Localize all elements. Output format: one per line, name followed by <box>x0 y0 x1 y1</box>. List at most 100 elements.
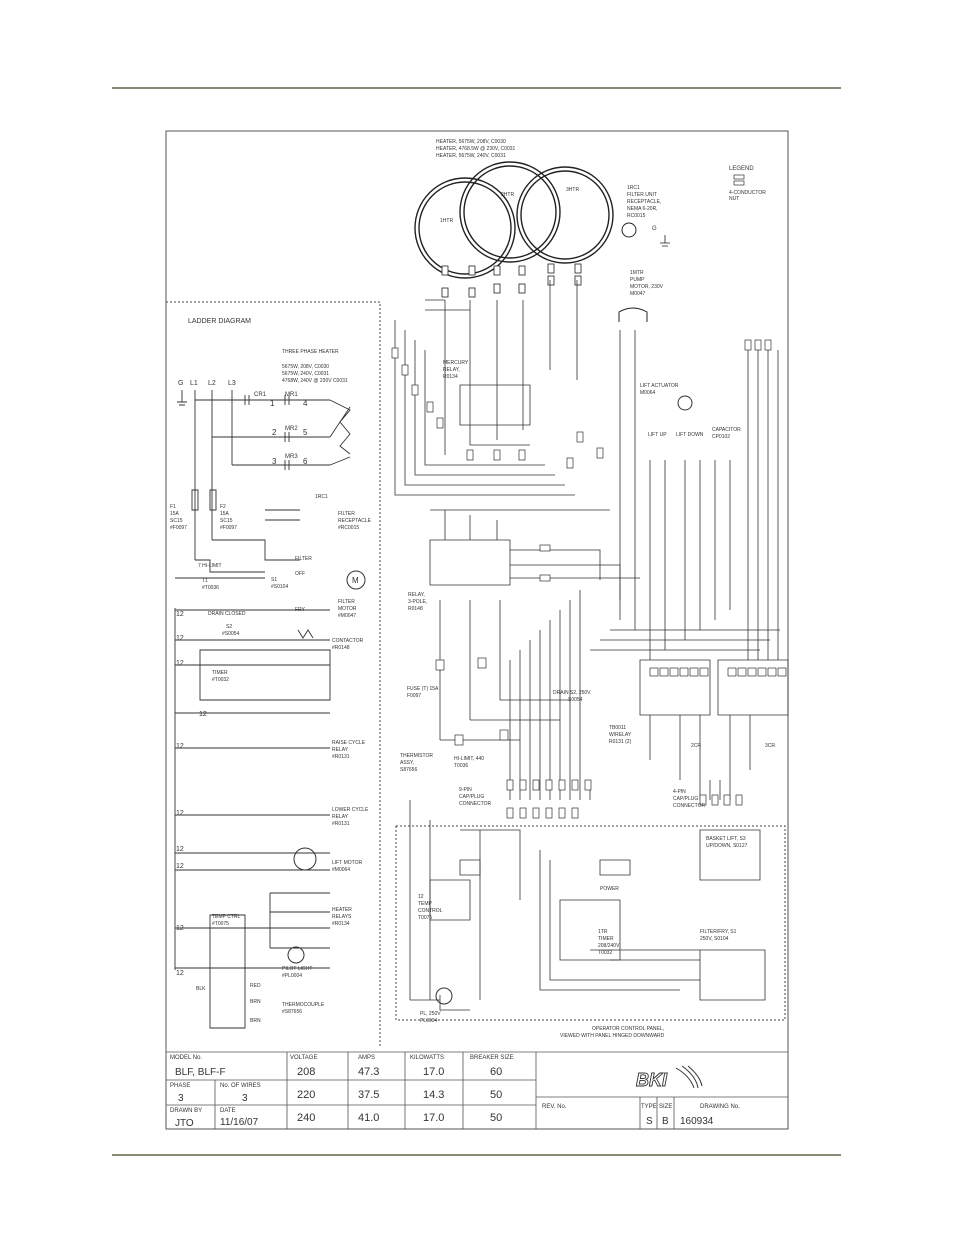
header-amps: AMPS <box>358 1055 375 1061</box>
header-rule <box>112 87 841 89</box>
ladder-hilimit-part: #T0036 <box>202 585 219 591</box>
heater-label-1: 1HTR <box>440 218 453 224</box>
ladder-heater-spec-3: 4768W, 240V @ 230V C0031 <box>282 378 348 384</box>
ladder-heater-title: THREE PHASE HEATER <box>282 349 339 355</box>
type-value: S <box>646 1116 653 1127</box>
pl-symbol <box>435 987 453 1005</box>
ladder-raise-2: RELAY <box>332 747 349 753</box>
heater-label-3: 3HTR <box>566 187 579 193</box>
receptacle-line-5: RC0015 <box>627 213 646 219</box>
supply-g: G <box>178 380 183 387</box>
ladder-timer-part: #T0032 <box>212 677 229 683</box>
ladder-motor-1: FILTER <box>338 599 355 605</box>
ladder-drain: DRAIN CLOSED <box>208 611 246 617</box>
ladder-lower-2: RELAY <box>332 814 349 820</box>
temp-control-3: CONTROL <box>418 908 443 914</box>
pl-1: PL, 250V <box>420 1011 441 1017</box>
pump-line-2: PUMP <box>630 277 645 283</box>
amps-2: 37.5 <box>358 1089 379 1101</box>
ladder-color-blk: BLK <box>196 986 206 992</box>
ladder-pilot: PILOT LIGHT <box>282 966 312 972</box>
ladder-lower-3: #R0131 <box>332 821 350 827</box>
header-model: MODEL No. <box>170 1055 202 1061</box>
rung-12-7: 12 <box>176 863 184 870</box>
legend-symbol <box>733 174 745 186</box>
kw-1: 17.0 <box>423 1066 444 1078</box>
lift-down: LIFT DOWN <box>676 432 704 438</box>
rung-12-9: 12 <box>176 970 184 977</box>
breaker-1: 60 <box>490 1066 502 1078</box>
ground-symbol <box>660 235 670 247</box>
breaker-2: 50 <box>490 1089 502 1101</box>
temp-control-1: 12 <box>418 894 424 900</box>
drawn-label: DRAWN BY <box>170 1108 202 1114</box>
ladder-off: OFF <box>295 571 305 577</box>
legend-item-2: NUT <box>729 196 739 202</box>
voltage-2: 220 <box>297 1089 315 1101</box>
basket-1: BASKET LIFT, S3 <box>706 836 746 842</box>
filter-fry-1: FILTER/FRY, S1 <box>700 929 737 935</box>
lift-up: LIFT UP <box>648 432 667 438</box>
lift-actuator-symbol <box>677 395 693 411</box>
wiring-terminals <box>391 339 787 819</box>
rung-12-5: 12 <box>176 810 184 817</box>
wire-num-4: 4 <box>303 399 308 408</box>
rung-12-2: 12 <box>176 635 184 642</box>
ladder-receptacle-4: #RC0015 <box>338 525 359 531</box>
tb-2: W/RELAY <box>609 732 632 738</box>
supply-l2: L2 <box>208 380 216 387</box>
ladder-thermocouple: THERMOCOUPLE <box>282 1002 325 1008</box>
phase-value: 3 <box>178 1093 184 1104</box>
fuse2-c: SC15 <box>220 518 233 524</box>
fuse-1: FUSE (T) 15A <box>407 686 439 692</box>
fuse2-b: 15A <box>220 511 230 517</box>
amps-1: 47.3 <box>358 1066 379 1078</box>
receptacle-ground: G <box>652 226 657 232</box>
thermistor-2: ASSY, <box>400 760 414 766</box>
drawing-value: 160934 <box>680 1116 714 1127</box>
ladder-hilimit: 7 HI-LIMIT <box>198 563 222 569</box>
fuse1-c: SC15 <box>170 518 183 524</box>
ladder-color-brn1: BRN <box>250 999 261 1005</box>
model-value: BLF, BLF-F <box>175 1067 226 1078</box>
fuse1-a: F1 <box>170 504 176 510</box>
temp-control-4: T0075 <box>418 915 432 921</box>
thermistor-3: S87656 <box>400 767 417 773</box>
fuse2-a: F2 <box>220 504 226 510</box>
filter-motor-symbol <box>346 570 366 590</box>
wire-num-3: 3 <box>272 457 277 466</box>
temp-control-2: TEMP <box>418 901 433 907</box>
plug4-2: CAP/PLUG <box>673 796 698 802</box>
wires-label: No. OF WIRES <box>220 1083 261 1089</box>
wire-num-6: 6 <box>303 457 308 466</box>
supply-l1: L1 <box>190 380 198 387</box>
fuse1-b: 15A <box>170 511 180 517</box>
phase-label: PHASE <box>170 1083 190 1089</box>
ladder-color-brn2: BRN <box>250 1018 261 1024</box>
ladder-receptacle-3: RECEPTACLE <box>338 518 372 524</box>
receptacle-line-3: RECEPTACLE, <box>627 199 661 205</box>
ladder-title: LADDER DIAGRAM <box>188 318 251 325</box>
ladder-timer: TIMER <box>212 670 228 676</box>
drawing-label: DRAWING No. <box>700 1104 740 1110</box>
ladder-motor-2: MOTOR <box>338 606 357 612</box>
bki-logo: BKI <box>636 1065 703 1090</box>
kw-3: 17.0 <box>423 1112 444 1124</box>
pilot-light-symbol <box>287 946 305 964</box>
filter-motor-m: M <box>352 576 359 585</box>
hilimit-2: T0036 <box>454 763 468 769</box>
timer-2: TIMER <box>598 936 614 942</box>
ladder-frame <box>166 301 381 1046</box>
plug9-1: 9-PIN <box>459 787 472 793</box>
ladder-thermocouple-part: #S87656 <box>282 1009 302 1015</box>
rung-12-8: 12 <box>176 925 184 932</box>
heater-label-2: 2HTR <box>501 192 514 198</box>
relay3-2: 3-POLE, <box>408 599 427 605</box>
legend-title: LEGEND <box>729 166 754 172</box>
ladder-filter: FILTER <box>295 556 312 562</box>
filter-fry-2: 250V, S0104 <box>700 936 729 942</box>
rung-12-1: 12 <box>176 611 184 618</box>
tb-3: R0131 (2) <box>609 739 632 745</box>
ladder-receptacle-1: 1RC1 <box>315 494 328 500</box>
mercury-relay-2: RELAY, <box>443 367 460 373</box>
